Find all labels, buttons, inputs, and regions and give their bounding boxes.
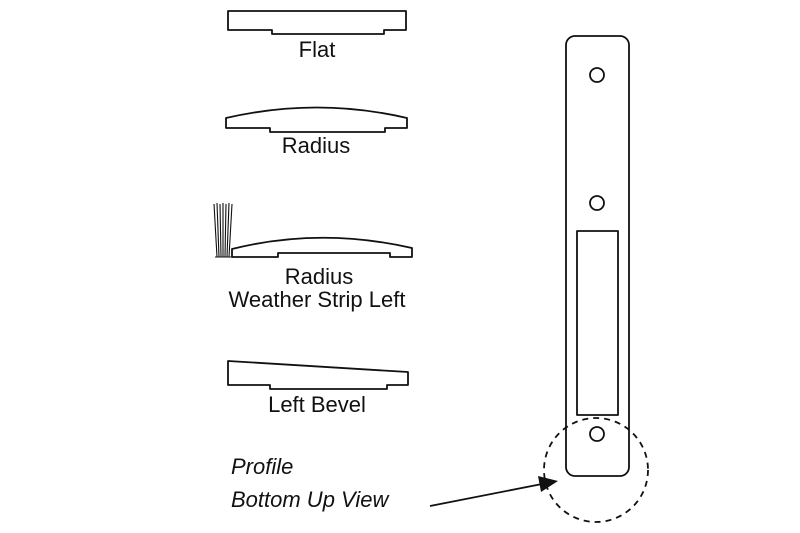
left-bevel-profile-label: Left Bevel xyxy=(268,392,366,417)
flat-profile-label: Flat xyxy=(299,37,336,62)
callout-line1: Profile xyxy=(231,454,293,479)
radius-profile: Radius xyxy=(225,106,408,158)
plate-bottom-hole xyxy=(589,426,605,442)
radius-weather-strip-label-line2: Weather Strip Left xyxy=(229,287,406,312)
threshold-plate xyxy=(543,35,649,523)
profile-callout: Profile Bottom Up View xyxy=(231,454,558,512)
radius-weather-strip-label-line1: Radius xyxy=(285,264,353,289)
radius-profile-label: Radius xyxy=(282,133,350,158)
radius-profile-shape xyxy=(225,106,408,133)
callout-line2: Bottom Up View xyxy=(231,487,390,512)
plate-top-hole xyxy=(589,67,605,83)
plate-slot xyxy=(576,230,619,416)
flat-profile: Flat xyxy=(227,10,407,62)
radius-weather-strip-shape xyxy=(231,236,413,258)
callout-arrow-shaft xyxy=(429,483,543,507)
callout-arrowhead xyxy=(538,476,558,492)
flat-profile-shape xyxy=(227,10,407,35)
plate-middle-hole xyxy=(589,195,605,211)
detail-circle xyxy=(543,417,649,523)
left-bevel-profile: Left Bevel xyxy=(227,360,409,417)
radius-weather-strip-profile: Radius Weather Strip Left xyxy=(213,202,413,312)
left-bevel-profile-shape xyxy=(227,360,409,390)
plate-outline xyxy=(565,35,630,477)
weather-strip-bristles xyxy=(213,202,233,258)
